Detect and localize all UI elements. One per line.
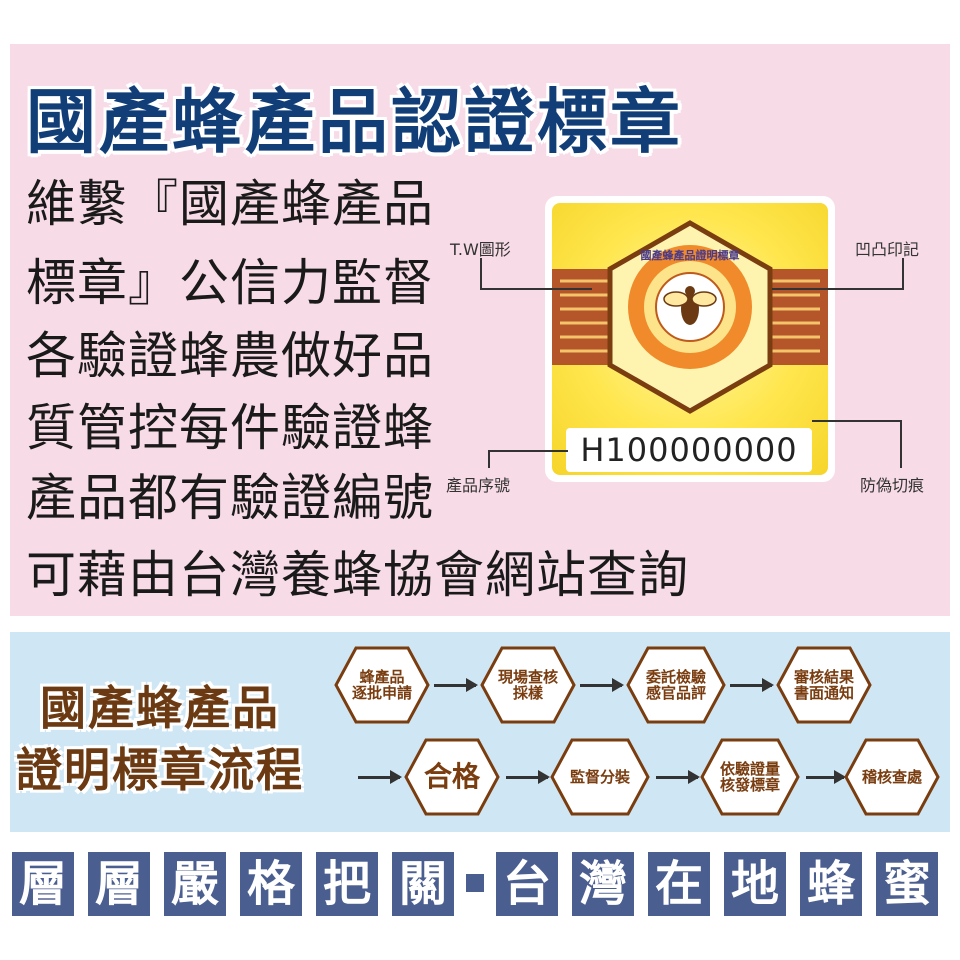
slogan-char: 格	[240, 852, 302, 916]
label-hologram: 國產蜂產品證明標章	[552, 203, 828, 475]
process-title: 證明標章流程	[16, 743, 304, 797]
process-step: 審核結果書面通知	[776, 646, 872, 724]
serial-number: H100000000	[566, 428, 812, 472]
serial-label: 產品序號	[446, 476, 511, 495]
description-line: 各驗證蜂農做好品	[26, 327, 434, 385]
arrow-icon	[434, 678, 478, 692]
slogan-char: 嚴	[164, 852, 226, 916]
callout-line	[480, 258, 482, 288]
process-step: 合格	[404, 738, 500, 816]
description-line: 標章』公信力監督	[26, 254, 434, 312]
process-step: 委託檢驗感官品評	[626, 646, 726, 724]
callout-line	[772, 288, 904, 290]
callout-line	[902, 258, 904, 288]
process-step: 監督分裝	[550, 738, 650, 816]
seal-text: 國產蜂產品證明標章	[640, 249, 740, 262]
slogan-char: 台	[496, 852, 558, 916]
slogan-char: 層	[88, 852, 150, 916]
callout-line	[488, 450, 490, 468]
arrow-icon	[358, 770, 402, 784]
arrow-icon	[656, 770, 700, 784]
callout-line	[900, 420, 902, 468]
slogan-char: 蜜	[876, 852, 938, 916]
page-title: 國產蜂產品認證標章	[26, 81, 683, 163]
process-title: 國產蜂產品	[40, 681, 280, 735]
arrow-icon	[580, 678, 624, 692]
slogan-char: 把	[316, 852, 378, 916]
slogan-char: 在	[648, 852, 710, 916]
emboss-label: 凹凸印記	[855, 240, 920, 259]
slogan-char: 關	[392, 852, 454, 916]
callout-line	[488, 450, 568, 452]
arrow-icon	[730, 678, 774, 692]
slogan-char: 蜂	[800, 852, 862, 916]
slogan-char: 灣	[572, 852, 634, 916]
arrow-icon	[506, 770, 550, 784]
tw-shape-label: T.W圖形	[450, 240, 511, 259]
description-line: 維繫『國產蜂產品	[26, 175, 434, 233]
description-line: 質管控每件驗證蜂	[26, 399, 434, 457]
process-step: 依驗證量核發標章	[700, 738, 800, 816]
description-line: 產品都有驗證編號	[26, 469, 434, 527]
anti-counterfeit-label: 防偽切痕	[860, 476, 925, 495]
slogan-separator	[466, 874, 484, 892]
description-line: 可藉由台灣養蜂協會網站查詢	[26, 546, 689, 604]
process-step: 蜂產品逐批申請	[334, 646, 430, 724]
process-step: 稽核查處	[844, 738, 940, 816]
process-step: 現場查核採樣	[480, 646, 576, 724]
callout-line	[480, 288, 592, 290]
slogan-char: 地	[724, 852, 786, 916]
arrow-icon	[806, 770, 846, 784]
callout-line	[812, 420, 902, 422]
bee-seal-icon	[552, 220, 828, 414]
slogan-char: 層	[12, 852, 74, 916]
